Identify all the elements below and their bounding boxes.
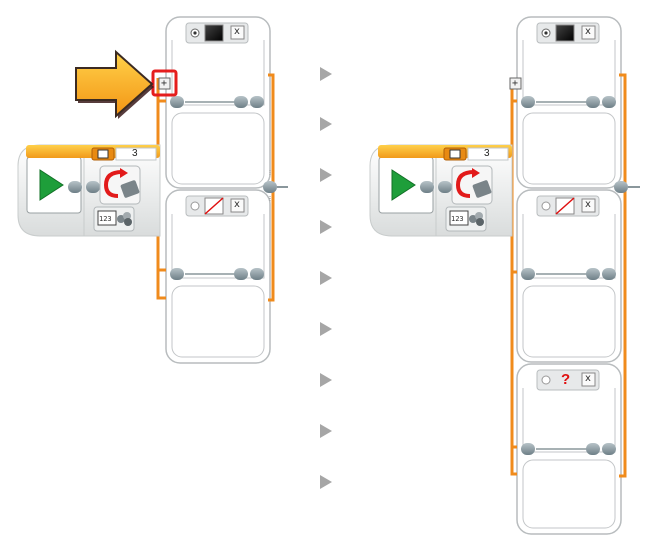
color-sensor-icon — [117, 215, 125, 223]
flow-arrow-icon — [320, 424, 332, 438]
loop-sensor-icon — [455, 170, 475, 198]
black-color-icon — [555, 24, 575, 42]
left-case1-close-icon[interactable]: x — [234, 26, 240, 37]
flow-arrow-icon — [320, 475, 332, 489]
right-port-value[interactable]: 3 — [484, 148, 490, 159]
left-start-block[interactable] — [17, 144, 85, 237]
left-block-exit-plug — [263, 181, 288, 193]
flow-arrow-icon — [320, 220, 332, 234]
right-ruler-digits: 123 — [451, 215, 464, 223]
right-case1-header[interactable] — [536, 22, 600, 44]
callout-arrow-icon — [75, 49, 154, 119]
left-ruler-digits: 123 — [99, 215, 112, 223]
left-switch-mode-block[interactable] — [26, 144, 161, 237]
right-add-case-button[interactable] — [509, 77, 522, 90]
black-color-icon — [204, 24, 224, 42]
left-case1-header[interactable] — [185, 22, 249, 44]
left-add-case-icon[interactable]: + — [160, 78, 168, 89]
right-switch-block[interactable] — [510, 16, 627, 535]
right-case3-header[interactable] — [536, 369, 600, 391]
flow-arrow-icon — [320, 322, 332, 336]
loop-sensor-icon — [103, 170, 123, 198]
left-case1-output-plug — [234, 96, 264, 108]
question-icon: ? — [561, 371, 571, 388]
left-port-value[interactable]: 3 — [132, 148, 138, 159]
right-switch-mode-block[interactable] — [378, 144, 513, 237]
left-case2-close-icon[interactable]: x — [234, 199, 240, 210]
right-case2-close-icon[interactable]: x — [585, 199, 591, 210]
flow-arrow-icon — [320, 67, 332, 81]
flow-arrow-icon — [320, 117, 332, 131]
left-add-case-button[interactable] — [151, 69, 178, 97]
highlight-box — [151, 69, 178, 97]
start-icon — [391, 169, 416, 201]
right-case2-header[interactable] — [536, 195, 600, 217]
left-case1-input-plug — [170, 96, 184, 108]
color-sensor-icon — [469, 215, 477, 223]
start-icon — [39, 169, 64, 201]
left-case2-input-plug — [170, 268, 184, 280]
right-case-plugs — [521, 96, 640, 455]
left-case2-header[interactable] — [185, 195, 249, 217]
left-case2-output-plug — [234, 268, 264, 280]
flow-arrow-icon — [320, 271, 332, 285]
flow-arrow-icon — [320, 168, 332, 182]
left-switch-block[interactable] — [156, 16, 275, 364]
right-case3-close-icon[interactable]: x — [585, 373, 591, 384]
right-case1-close-icon[interactable]: x — [585, 26, 591, 37]
right-add-case-icon[interactable]: + — [511, 78, 519, 89]
flow-arrows — [320, 67, 332, 489]
right-start-block[interactable] — [369, 144, 437, 237]
flow-arrow-icon — [320, 373, 332, 387]
